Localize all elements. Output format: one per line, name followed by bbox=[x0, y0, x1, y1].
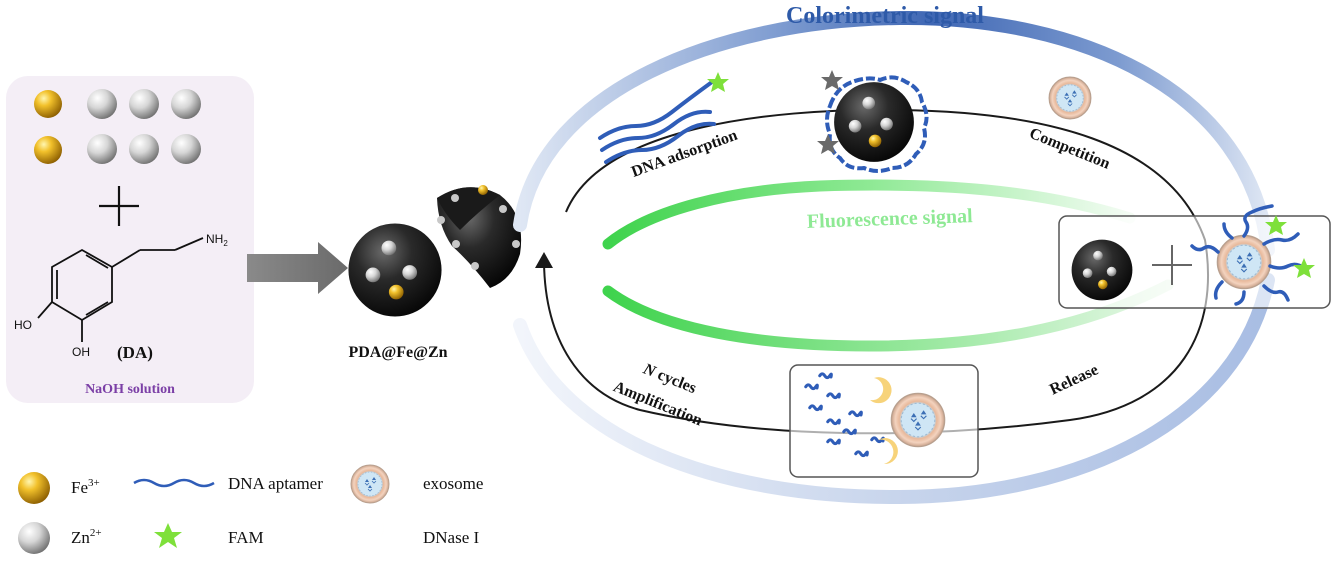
dopamine-label: (DA) bbox=[117, 343, 153, 362]
zn-ion-sphere bbox=[171, 134, 201, 164]
legend-dnase-icon bbox=[356, 521, 384, 543]
exosome-icon bbox=[1048, 76, 1092, 120]
fe-ion-sphere bbox=[34, 136, 62, 164]
colorimetric-signal-arc bbox=[513, 10, 1275, 257]
plus-sign bbox=[99, 186, 139, 226]
hydroxyl-label-bottom: OH bbox=[72, 345, 90, 359]
dnase-icon bbox=[870, 377, 892, 404]
synthesis-panel: NH2 HO OH (DA) NaOH solution bbox=[6, 76, 254, 403]
zn-ion-sphere bbox=[129, 134, 159, 164]
amplification-box bbox=[789, 364, 979, 478]
free-aptamer-strands bbox=[598, 80, 716, 164]
fam-star-icon bbox=[1293, 258, 1315, 278]
dopamine-structure bbox=[37, 237, 204, 342]
legend-aptamer-icon bbox=[133, 478, 215, 488]
fe-ion-sphere bbox=[34, 90, 62, 118]
pda-fe-zn-nanoparticle bbox=[348, 223, 442, 317]
fluorescence-title: Fluorescence signal bbox=[807, 205, 974, 233]
step-dna-adsorption: DNA adsorption bbox=[629, 127, 740, 181]
step-competition: Competition bbox=[1027, 125, 1113, 173]
naoh-solution-label: NaOH solution bbox=[85, 382, 175, 397]
reaction-arrow bbox=[247, 242, 348, 294]
legend-fam-label: FAM bbox=[228, 528, 264, 547]
quenched-fam-star-icon bbox=[817, 134, 839, 154]
fluorescence-signal-arc-lower bbox=[602, 279, 1174, 352]
exosome-icon bbox=[890, 392, 946, 448]
dnase-icon bbox=[878, 438, 898, 465]
hemisphere-shell bbox=[437, 185, 522, 288]
zn-ion-sphere bbox=[171, 89, 201, 119]
fam-star-icon bbox=[707, 72, 729, 92]
zn-ion-sphere bbox=[87, 89, 117, 119]
step-release: Release bbox=[1047, 361, 1101, 398]
hydroxyl-label-top: HO bbox=[14, 318, 32, 332]
exosome-aptamer-complex bbox=[1190, 204, 1315, 306]
legend-aptamer-label: DNA aptamer bbox=[228, 474, 323, 493]
legend-fam-icon bbox=[154, 523, 182, 548]
colorimetric-title: Colorimetric signal bbox=[786, 3, 984, 29]
product-label: PDA@Fe@Zn bbox=[348, 344, 447, 361]
aptamer-wrapped-nanoparticle bbox=[817, 70, 929, 173]
legend-exosome-label: exosome bbox=[423, 474, 483, 493]
fam-star-icon bbox=[1265, 215, 1287, 235]
zn-ion-sphere bbox=[87, 134, 117, 164]
amine-label: NH2 bbox=[206, 232, 228, 248]
reaction-cycle-loop bbox=[543, 108, 1209, 435]
legend: Fe3+ Zn2+ DNA aptamer FAM exosome DNase … bbox=[18, 464, 483, 554]
zn-ion-sphere bbox=[129, 89, 159, 119]
legend-exosome-icon bbox=[350, 464, 390, 504]
fluorescence-signal-arc bbox=[602, 179, 1136, 250]
quenched-fam-star-icon bbox=[821, 70, 843, 90]
legend-fe-icon bbox=[18, 472, 50, 504]
legend-zn-label: Zn2+ bbox=[71, 527, 102, 547]
legend-zn-icon bbox=[18, 522, 50, 554]
released-nanoparticle bbox=[1071, 239, 1133, 301]
separation-plus bbox=[1152, 245, 1192, 285]
cycle-arrowhead bbox=[535, 252, 553, 268]
colorimetric-signal-arc-lower bbox=[513, 273, 1275, 505]
legend-dnase-label: DNase I bbox=[423, 528, 480, 547]
legend-fe-label: Fe3+ bbox=[71, 477, 100, 497]
